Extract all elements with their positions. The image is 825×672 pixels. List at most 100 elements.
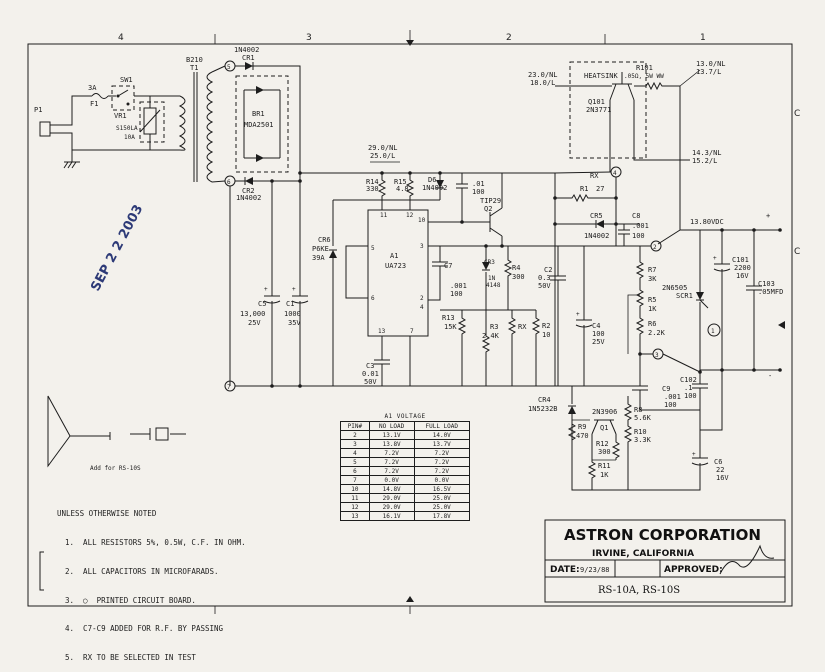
cr3-part2: 4148: [486, 282, 501, 289]
vr1-label: VR1: [114, 112, 127, 120]
c9-value: .001: [664, 393, 681, 401]
capacitor-c3: [374, 359, 390, 386]
heatsink-box: [569, 61, 647, 159]
svg-text:+: +: [292, 286, 296, 293]
r11-value: 1K: [600, 471, 609, 479]
output-terminal-positive: [778, 228, 782, 232]
output-voltage: 13.80VDC: [690, 218, 724, 226]
q1-part: 2N3906: [592, 408, 617, 416]
r15-label: R15: [394, 178, 407, 186]
r14-label: R14: [366, 178, 379, 186]
svg-text:-: -: [768, 372, 772, 380]
fold-arrow-top: [406, 40, 414, 46]
schematic-sheet: 4 3 2 1 C C P1 3A F1 SW1: [27, 30, 800, 614]
header-pin: PIN#: [340, 421, 370, 431]
cr1-label: CR1: [242, 54, 255, 62]
zone-3: 3: [306, 33, 312, 43]
resistor-divider-r7-r5-r6: [635, 246, 645, 354]
diode-cr2: [245, 177, 253, 185]
r13-value: 15K: [444, 323, 457, 331]
cr1-part: 1N4002: [234, 46, 259, 54]
v-top2-l: 13.7/L: [696, 68, 721, 76]
v-mid1-l: 25.0/L: [370, 152, 395, 160]
r7-value: 3K: [648, 275, 657, 283]
r11-label: R11: [598, 462, 611, 470]
r5-value: 1K: [648, 305, 657, 313]
heatsink-label: HEATSINK: [584, 72, 619, 80]
resistor-r14: [377, 173, 387, 210]
resistor-r9: [567, 420, 577, 444]
f1-label: F1: [90, 100, 98, 108]
resistor-r15: [405, 173, 415, 210]
resistor-r13: [457, 310, 467, 386]
r13-label: R13: [442, 314, 455, 322]
r5-label: R5: [648, 296, 656, 304]
capacitor-c7: [428, 245, 448, 301]
cr3-part: 1N: [488, 275, 496, 282]
general-notes: UNLESS OTHERWISE NOTED 1. ALL RESISTORS …: [57, 490, 246, 672]
zener-cr4: [568, 406, 576, 414]
resistor-rx: [507, 310, 517, 386]
r1-value: 27: [596, 185, 604, 193]
capacitor-c6: [640, 430, 709, 491]
node-4-label: 4: [613, 170, 617, 177]
r4-label: R4: [512, 264, 520, 272]
c6-value: 22: [716, 466, 724, 474]
cr5-label: CR5: [590, 212, 603, 220]
fold-arrow-bottom: [406, 596, 414, 602]
pcb-node-1: [707, 323, 721, 337]
r7-label: R7: [648, 266, 656, 274]
c9-value2: 100: [664, 401, 677, 409]
c2-volt: 50V: [538, 282, 551, 290]
cr3-label: CR3: [484, 259, 495, 266]
received-date-stamp: SEP 2 2 2003: [88, 202, 146, 293]
capacitor-c4: [575, 246, 593, 386]
c102-value: .1: [684, 384, 692, 392]
r15-value: 4.8: [396, 185, 409, 193]
r3-label: R3: [490, 323, 498, 331]
resistor-r1: [555, 193, 616, 203]
c7-label: C7: [444, 262, 452, 270]
q2-label: Q2: [484, 205, 492, 213]
d6-part: 1N4002: [422, 184, 447, 192]
c1-label: C1: [286, 300, 294, 308]
sw1-label: SW1: [120, 76, 133, 84]
capacitor-c1: [291, 181, 309, 386]
diode-cr1: [245, 62, 253, 70]
rx-label: RX: [518, 323, 527, 331]
notes-heading: UNLESS OTHERWISE NOTED: [57, 509, 157, 519]
v-mid2-l: 15.2/L: [692, 157, 717, 165]
r12-value: 300: [598, 448, 611, 456]
voltage-table-header: PIN# NO LOAD FULL LOAD: [340, 421, 471, 431]
c4-value: 100: [592, 330, 605, 338]
a1-pin13: 13: [378, 328, 386, 335]
c9-label: C9: [662, 385, 670, 393]
c5-volt: 25V: [248, 319, 261, 327]
scr1-label: SCR1: [676, 292, 693, 300]
cr5-part: 1N4002: [584, 232, 609, 240]
a1-pin3: 3: [420, 243, 424, 250]
note-item: 1. ALL RESISTORS 5%, 0.5W, C.F. IN OHM.: [65, 537, 246, 547]
capacitor-c102: [692, 372, 708, 430]
f1-rating: 3A: [88, 84, 97, 92]
c2-label: C2: [544, 266, 552, 274]
v-mid2-nl: 14.3/NL: [692, 149, 722, 157]
q1-label: Q1: [600, 424, 608, 432]
company-city: IRVINE, CALIFORNIA: [592, 549, 694, 559]
a1-pin2: 2: [420, 295, 424, 302]
v-top1-l: 18.0/L: [530, 79, 555, 87]
cr4-label: CR4: [538, 396, 551, 404]
cr4-part: 1N5232B: [528, 405, 558, 413]
diode-cr6: [329, 250, 337, 258]
q101-part: 2N3771: [586, 106, 611, 114]
c101-volt: 16V: [736, 272, 749, 280]
r6-label: R6: [648, 320, 656, 328]
capacitor-c2: [550, 246, 566, 386]
ic-a1-ua723: [367, 209, 429, 337]
svg-text:+: +: [692, 451, 696, 458]
output-terminal-negative: [778, 368, 782, 372]
